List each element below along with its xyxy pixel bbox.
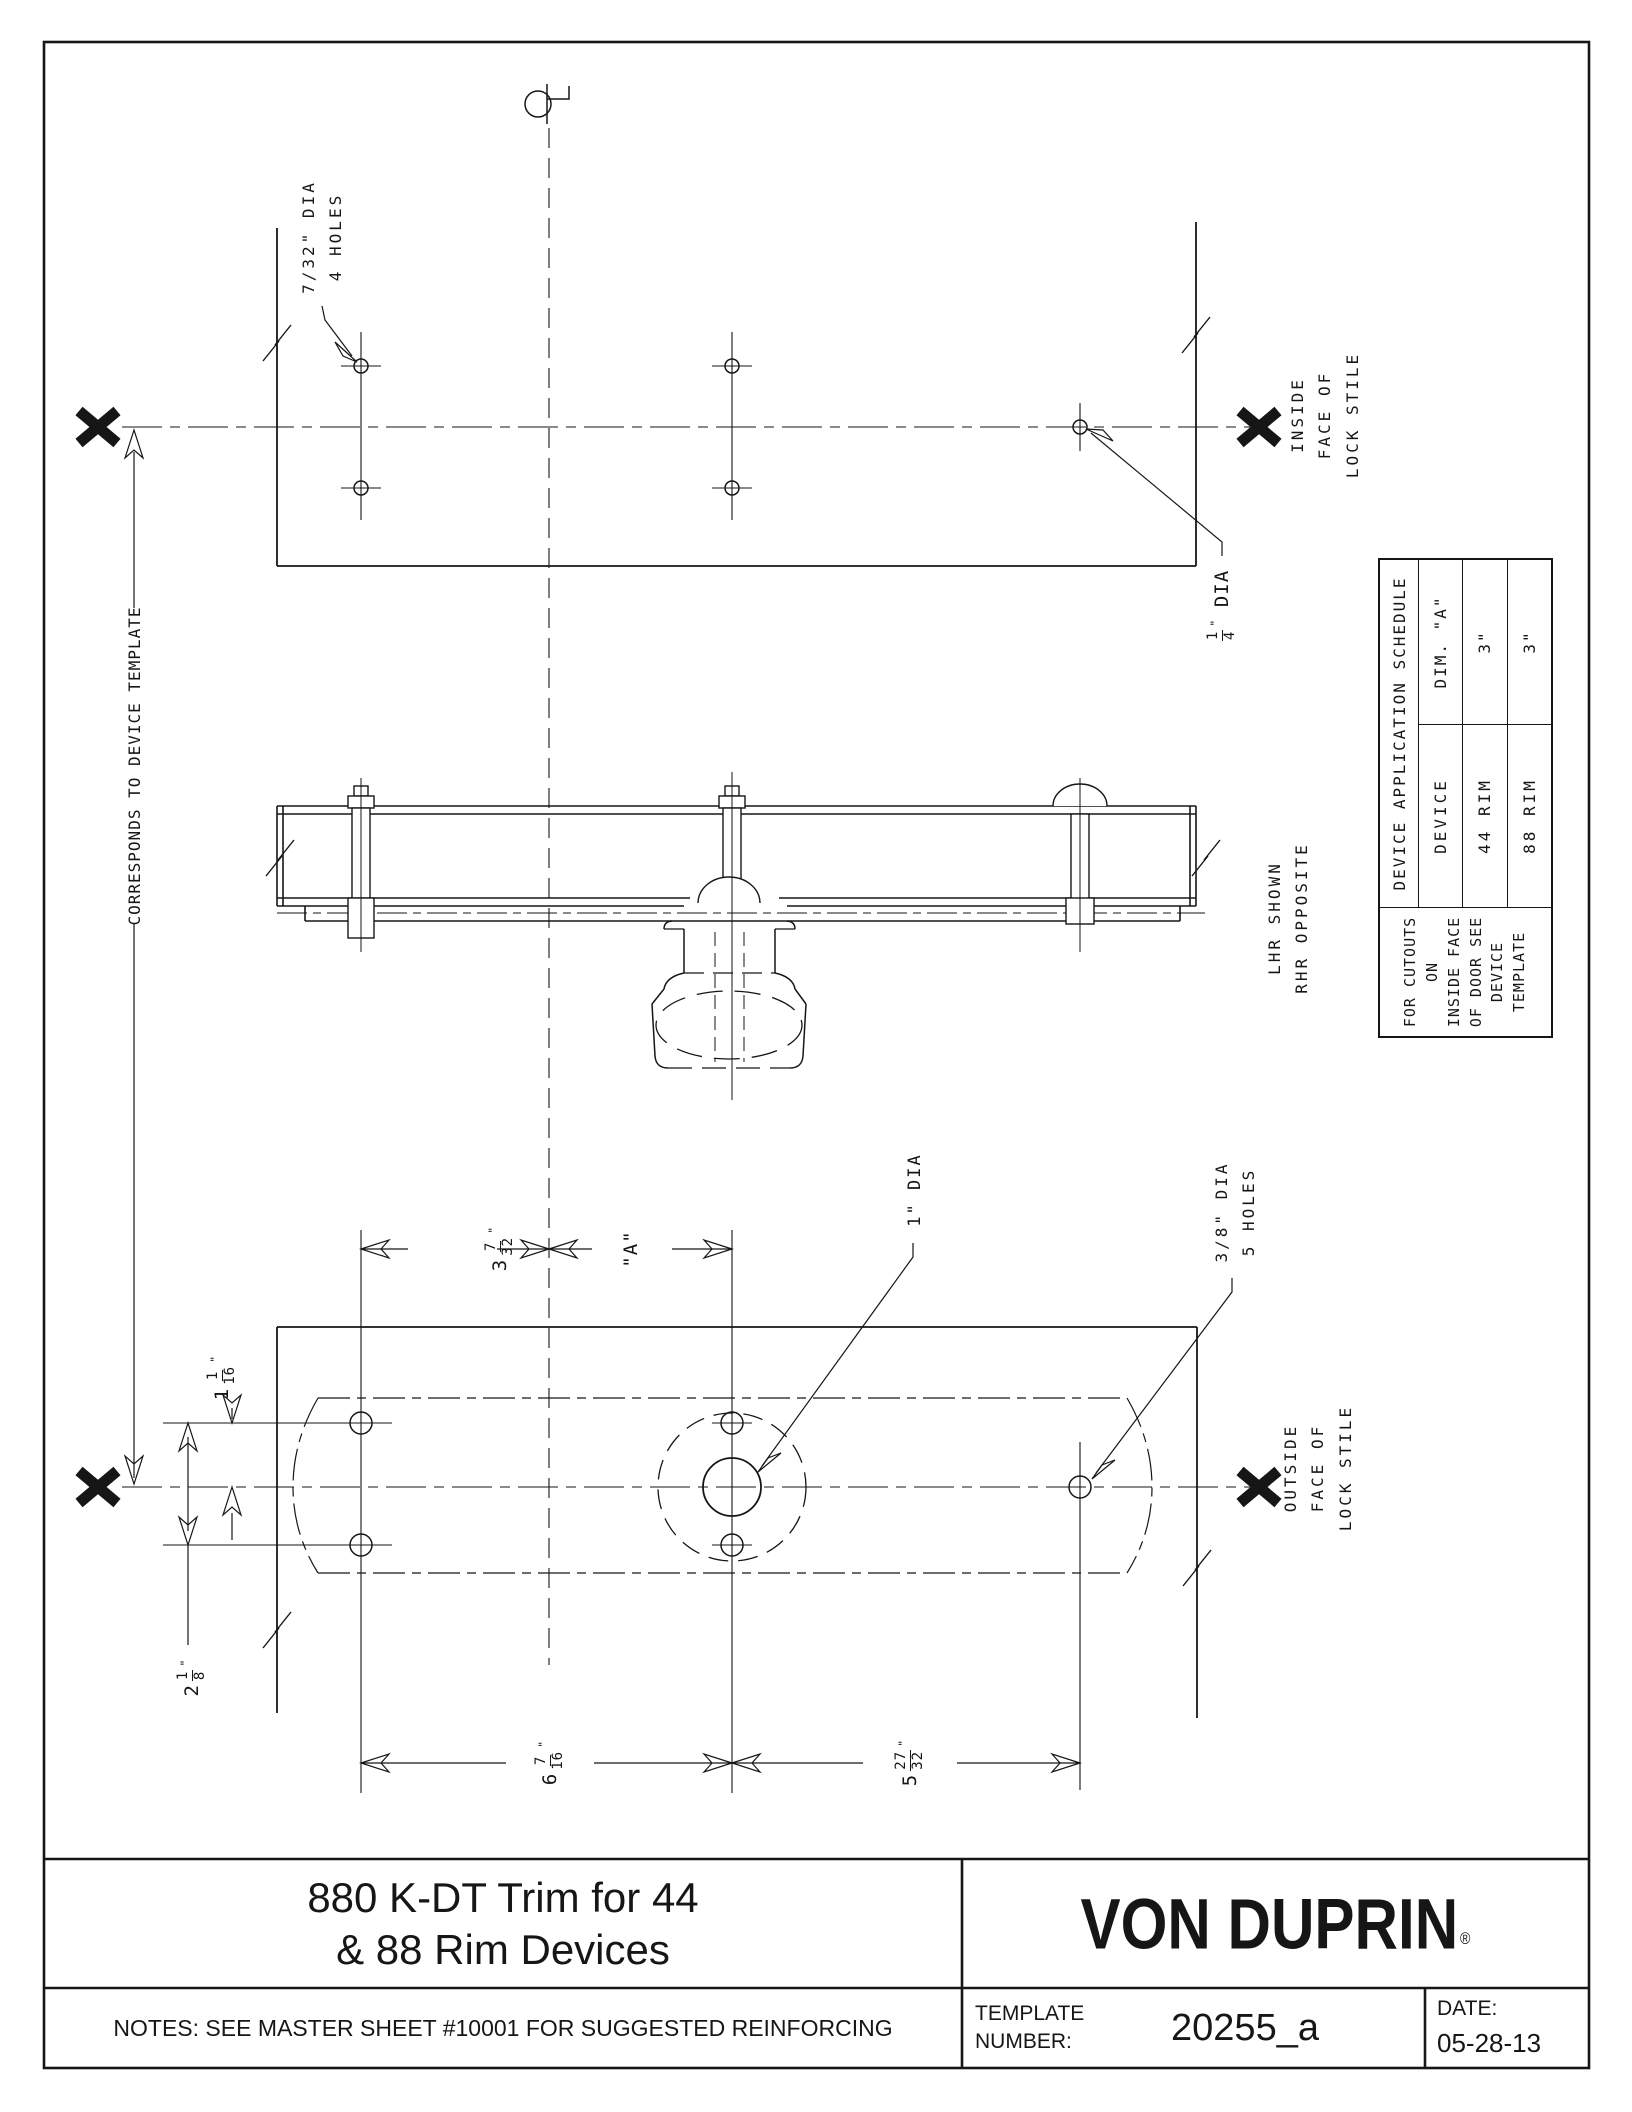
device-application-schedule: FOR CUTOUTS ON INSIDE FACE OF DOOR SEE D… — [1378, 558, 1553, 1038]
brand-logo: VON DUPRIN® — [1080, 1883, 1471, 1964]
dimension-lines — [177, 1421, 199, 1645]
bottom-holes-label: 3/8" DIA 5 HOLES — [1211, 1161, 1258, 1263]
dim-a-label: "A" — [620, 1230, 642, 1268]
schedule-cell: 88 RIM — [1507, 724, 1551, 907]
x-mark — [75, 1466, 121, 1508]
schedule-cell: 3" — [1519, 630, 1539, 654]
mounting-holes — [349, 1411, 1092, 1557]
trim-outline — [292, 1397, 1153, 1574]
dimension-lines — [221, 1393, 243, 1540]
schedule-header-row: DEVICE DIM. "A" — [1419, 560, 1463, 907]
corresponds-dimension — [123, 428, 145, 1486]
break-icon — [265, 839, 295, 877]
one-dia-label: 1" DIA — [905, 1153, 925, 1227]
break-icon — [262, 1611, 292, 1649]
notes-text: NOTES: SEE MASTER SHEET #10001 FOR SUGGE… — [113, 2014, 893, 2041]
break-icon — [1181, 316, 1211, 354]
template-number-value: 20255_a — [1171, 2006, 1319, 2049]
schedule-note: FOR CUTOUTS ON INSIDE FACE OF DOOR SEE D… — [1380, 907, 1551, 1036]
through-bolt — [697, 785, 761, 904]
knob-section — [651, 920, 807, 1069]
schedule-cell: 3" — [1475, 630, 1495, 654]
schedule-col-device: DEVICE — [1419, 724, 1463, 907]
centerline-symbol — [524, 84, 570, 124]
leader-line — [1085, 428, 1223, 556]
leader-line — [1091, 1278, 1233, 1480]
leader-line — [757, 1243, 914, 1473]
break-icon — [262, 324, 292, 362]
bottom-view — [75, 1230, 1282, 1793]
corresponds-label: CORRESPONDS TO DEVICE TEMPLATE — [124, 606, 144, 926]
top-view — [75, 222, 1282, 567]
inside-face-label: INSIDE FACE OF LOCK STILE — [1288, 351, 1362, 479]
top-holes-label: 7/32" DIA 4 HOLES — [298, 180, 345, 294]
schedule-title: DEVICE APPLICATION SCHEDULE — [1380, 560, 1419, 907]
outside-face-label: OUTSIDE FACE OF LOCK STILE — [1281, 1404, 1355, 1532]
x-mark — [1236, 1466, 1282, 1508]
schedule-cell: 44 RIM — [1463, 724, 1507, 907]
break-icon — [1182, 1549, 1212, 1587]
dimension-lines — [359, 1238, 734, 1260]
x-mark — [1236, 406, 1282, 448]
dimension-lines — [359, 1752, 1082, 1774]
registered-mark-icon: ® — [1460, 1928, 1471, 1948]
rose-outline — [657, 1412, 807, 1562]
middle-view — [265, 772, 1221, 1100]
hand-note-label: LHR SHOWN RHR OPPOSITE — [1264, 842, 1311, 994]
date-block: DATE: 05-28-13 — [1437, 1996, 1542, 2059]
table-row: 88 RIM 3" — [1506, 560, 1551, 907]
table-row: 44 RIM 3" — [1462, 560, 1507, 907]
sheet-border — [42, 40, 1591, 2070]
cylinder-hole — [702, 1457, 762, 1517]
drawing-title: 880 K-DT Trim for 44 & 88 Rim Devices — [307, 1874, 699, 1973]
x-mark — [75, 406, 121, 448]
leader-line — [321, 305, 358, 363]
mounting-holes — [341, 358, 1088, 496]
schedule-col-dim: DIM. "A" — [1431, 595, 1451, 689]
break-icon — [1191, 839, 1221, 877]
template-number-label: TEMPLATE NUMBER: — [975, 2001, 1085, 2053]
